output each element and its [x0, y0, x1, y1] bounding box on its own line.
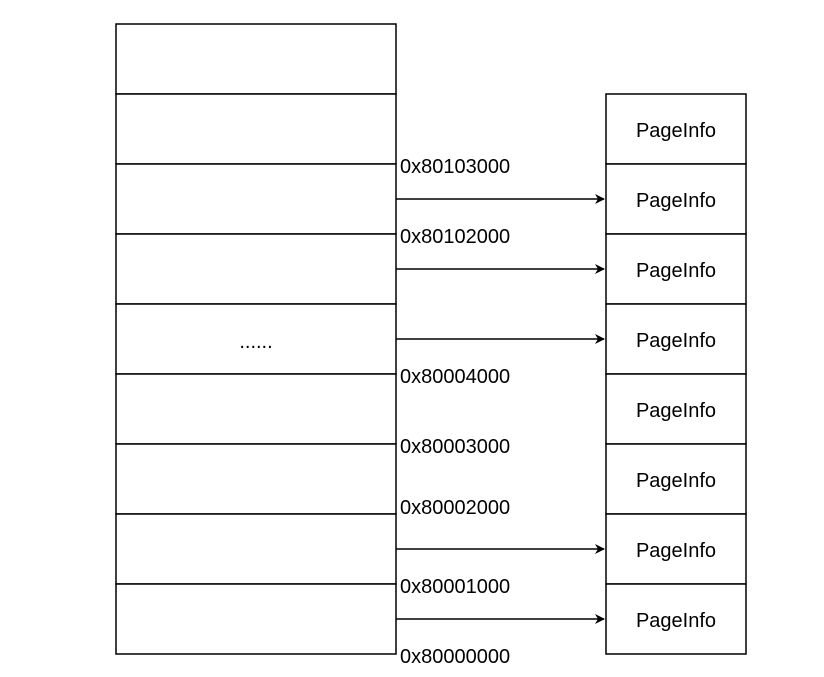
- mapping-arrows: [396, 194, 605, 624]
- pageinfo-cell: [605, 583, 747, 655]
- memory-cell: [115, 233, 397, 305]
- pageinfo-cell: [605, 233, 747, 305]
- memory-cell: [115, 443, 397, 515]
- pageinfo-label: PageInfo: [636, 120, 716, 142]
- address-label: 0x80103000: [400, 156, 510, 178]
- memory-cell: [115, 513, 397, 585]
- memory-cell: [115, 303, 397, 375]
- pageinfo-label: PageInfo: [636, 540, 716, 562]
- address-label: 0x80001000: [400, 576, 510, 598]
- pageinfo-label: PageInfo: [636, 330, 716, 352]
- pageinfo-cell: [605, 513, 747, 585]
- memory-cell: [115, 93, 397, 165]
- memory-cell: [115, 583, 397, 655]
- pageinfo-cell: [605, 373, 747, 445]
- pageinfo-column: PageInfo PageInfo PageInfo PageInfo Page…: [605, 93, 747, 655]
- memory-cell-ellipsis: ......: [239, 331, 272, 353]
- address-label: 0x80000000: [400, 646, 510, 668]
- pageinfo-cell: [605, 93, 747, 165]
- pageinfo-label: PageInfo: [636, 470, 716, 492]
- pageinfo-label: PageInfo: [636, 610, 716, 632]
- pageinfo-label: PageInfo: [636, 400, 716, 422]
- memory-cell: [115, 23, 397, 95]
- pageinfo-label: PageInfo: [636, 190, 716, 212]
- address-label: 0x80002000: [400, 497, 510, 519]
- address-label: 0x80003000: [400, 436, 510, 458]
- address-label: 0x80102000: [400, 226, 510, 248]
- memory-column: ......: [115, 23, 397, 655]
- memory-cell: [115, 373, 397, 445]
- address-label: 0x80004000: [400, 366, 510, 388]
- pageinfo-label: PageInfo: [636, 260, 716, 282]
- pageinfo-cell: [605, 163, 747, 235]
- address-labels: 0x80103000 0x80102000 0x80004000 0x80003…: [400, 156, 510, 668]
- memory-cell: [115, 163, 397, 235]
